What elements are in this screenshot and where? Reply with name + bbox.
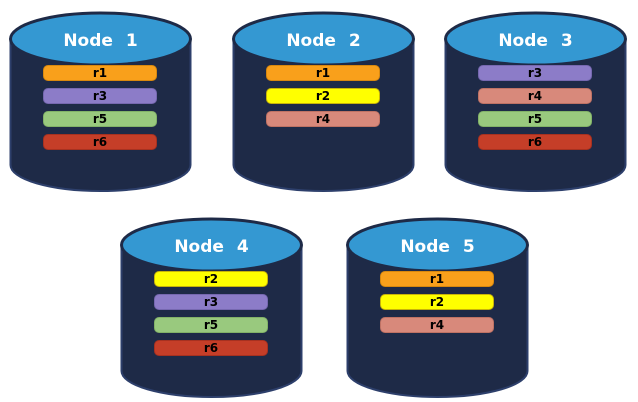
replica-bar-r5: r5: [478, 111, 592, 127]
database-node: Node 4 r2 r3 r5 r6: [119, 214, 304, 402]
replica-bar-r6: r6: [478, 134, 592, 150]
replica-bar-r2: r2: [380, 294, 494, 310]
replica-list: r1 r2 r4: [345, 214, 530, 402]
replica-bar-r1: r1: [266, 65, 380, 81]
replica-list: r3 r4 r5 r6: [443, 8, 628, 196]
node-title: Node 1: [63, 31, 137, 51]
replica-bar-r1: r1: [380, 271, 494, 287]
replica-list: r1 r3 r5 r6: [8, 8, 193, 196]
node-title: Node 3: [498, 31, 572, 51]
replica-bar-r4: r4: [478, 88, 592, 104]
replica-list: r1 r2 r4: [231, 8, 416, 196]
replica-bar-r3: r3: [478, 65, 592, 81]
replica-bar-r4: r4: [380, 317, 494, 333]
node-title: Node 5: [400, 237, 474, 257]
replica-bar-r5: r5: [43, 111, 157, 127]
database-cylinder-icon: Node 2: [232, 11, 415, 192]
database-node: Node 2 r1 r2 r4: [231, 8, 416, 196]
node-title: Node 2: [286, 31, 360, 51]
replica-bar-r3: r3: [43, 88, 157, 104]
database-node: Node 5 r1 r2 r4: [345, 214, 530, 402]
replica-bar-r4: r4: [266, 111, 380, 127]
node-title: Node 4: [174, 237, 249, 257]
replica-bar-r6: r6: [43, 134, 157, 150]
database-node: Node 3 r3 r4 r5 r6: [443, 8, 628, 196]
replica-list: r2 r3 r5 r6: [119, 214, 304, 402]
replica-bar-r2: r2: [266, 88, 380, 104]
replica-bar-r3: r3: [154, 294, 268, 310]
replica-bar-r2: r2: [154, 271, 268, 287]
replica-bar-r6: r6: [154, 340, 268, 356]
replica-bar-r1: r1: [43, 65, 157, 81]
replica-bar-r5: r5: [154, 317, 268, 333]
database-node: Node 1 r1 r3 r5 r6: [8, 8, 193, 196]
